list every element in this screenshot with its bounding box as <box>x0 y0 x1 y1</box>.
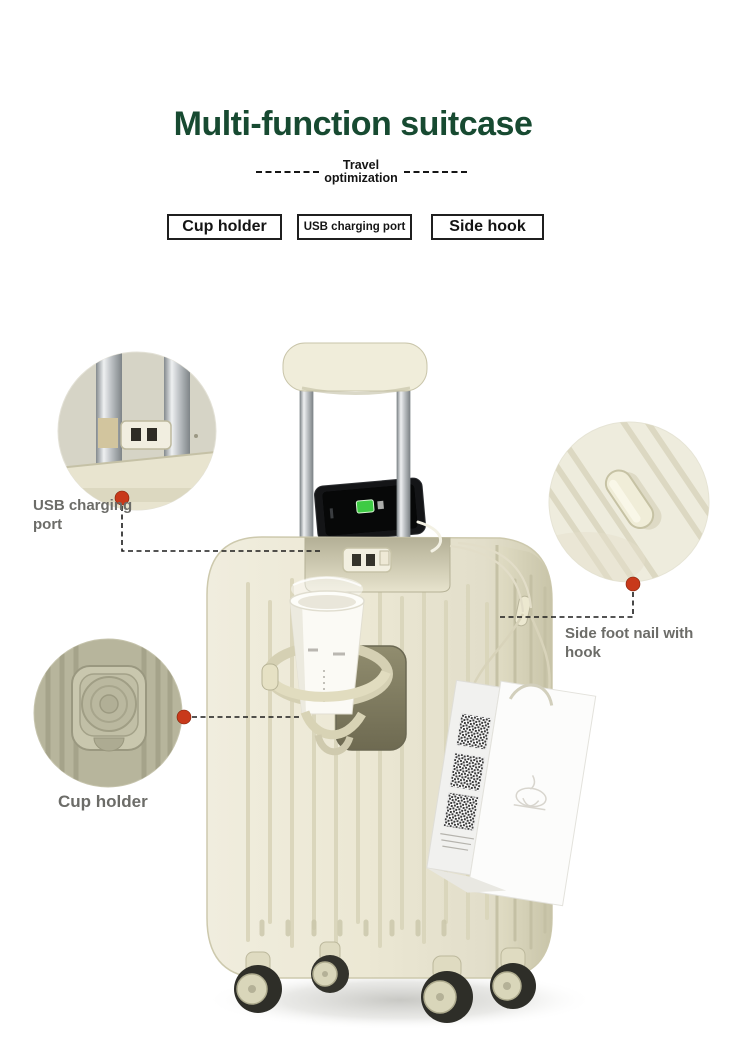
page-title: Multi-function suitcase <box>173 104 533 143</box>
bag-handle <box>508 683 554 706</box>
usb-charging-port-label: USB charging port <box>33 497 153 535</box>
subtitle: Travel optimization <box>311 159 411 185</box>
paper-bag <box>426 679 597 907</box>
bag-fine-print <box>440 833 474 851</box>
handle-rod-right <box>396 385 411 551</box>
charging-cable <box>416 520 443 553</box>
bag-qr-codes <box>443 713 492 832</box>
handle-rod-left <box>299 385 314 551</box>
cup-holder-label: Cup holder <box>58 791 198 812</box>
subtitle-right-dash-line <box>404 171 468 173</box>
bag-logo <box>513 774 547 811</box>
side-foot-nail-label: Side foot nail with hook <box>565 625 715 663</box>
trolley-handle <box>282 342 428 551</box>
wheel-back-right <box>490 947 536 1009</box>
usb-leader-line <box>121 506 320 552</box>
phone-battery-icon <box>355 499 375 514</box>
subtitle-line-2: optimization <box>324 171 398 185</box>
subtitle-left-dash-line <box>256 171 320 173</box>
hook-label-line-1: Side foot nail with <box>565 625 694 642</box>
hook-label-line-2: hook <box>565 643 601 661</box>
feature-button-usb-charging-port[interactable]: USB charging port <box>297 214 412 240</box>
hook-marker-dot <box>625 576 641 592</box>
hanging-cable <box>449 541 533 613</box>
cup-holder-detail-callout <box>33 638 183 788</box>
usb-label-line-2: port <box>33 515 63 533</box>
feature-button-side-hook[interactable]: Side hook <box>431 214 544 240</box>
wheel-back-left <box>311 941 349 993</box>
cup-label-line-1: Cup holder <box>58 792 148 811</box>
cup-marker-dot <box>176 709 192 725</box>
wheel-front-left <box>234 951 282 1013</box>
wheel-front-right <box>421 955 473 1023</box>
paper-cup <box>289 590 365 715</box>
cup-holder-assembly <box>261 576 407 756</box>
usb-port-detail-callout <box>57 351 217 511</box>
cup-holder-bracket <box>261 663 391 756</box>
spinner-wheels <box>234 941 536 1023</box>
feature-button-cup-holder[interactable]: Cup holder <box>167 214 282 240</box>
usb-plug <box>379 550 390 566</box>
subtitle-line-1: Travel <box>342 158 380 172</box>
usb-label-line-1: USB charging <box>33 497 133 514</box>
usb-marker-dot <box>114 490 130 506</box>
bag-ropes <box>472 613 551 693</box>
handle-grip <box>282 342 428 392</box>
